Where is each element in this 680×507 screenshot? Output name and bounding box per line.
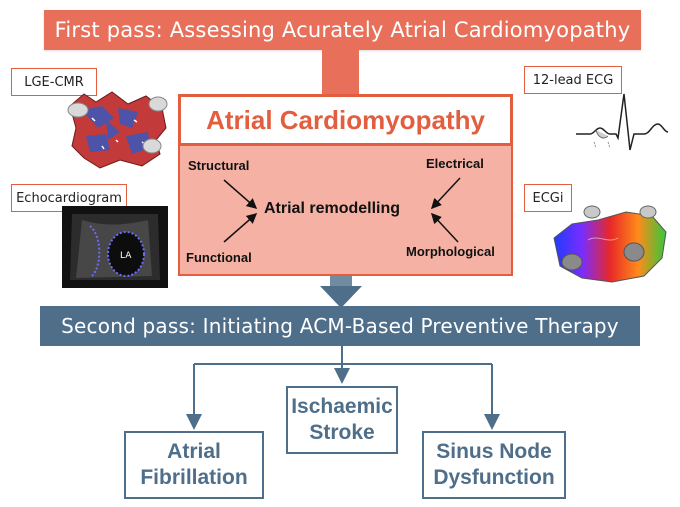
atrial-fibrillation-line2: Fibrillation (140, 466, 248, 489)
sinus-node-dysfunction-line1: Sinus Node (436, 439, 552, 463)
ecgi-label: ECGi (524, 184, 572, 212)
ischaemic-stroke-line2: Stroke (309, 421, 375, 444)
remodelling-arrows (223, 177, 461, 243)
ecg-waveform-image (576, 93, 669, 151)
lge-cmr-label: LGE-CMR (11, 68, 97, 96)
functional-arrow (223, 213, 258, 243)
ecg-12-lead-label: 12-lead ECG (524, 66, 622, 94)
atrial-cardiomyopathy-panel: Structural Functional Electrical Morphol… (178, 146, 513, 276)
lge-cmr-atrium-image (67, 91, 168, 169)
first-pass-banner: First pass: Assessing Acurately Atrial C… (44, 10, 641, 50)
ischaemic-stroke-box: Ischaemic Stroke (286, 386, 398, 454)
atrial-fibrillation-box: Atrial Fibrillation (124, 431, 264, 499)
atrial-fibrillation-line1: Atrial (167, 439, 221, 463)
morphological-label: Morphological (406, 244, 495, 259)
atrial-cardiomyopathy-title: Atrial Cardiomyopathy (178, 94, 513, 146)
echo-la-text: LA (120, 251, 132, 261)
sinus-node-dysfunction-line2: Dysfunction (433, 466, 555, 489)
down-arrow (320, 276, 362, 308)
electrical-label: Electrical (426, 156, 484, 171)
morphological-arrow (430, 212, 459, 243)
echocardiogram-image: LA (62, 206, 168, 288)
structural-arrow (223, 179, 258, 209)
first-pass-connector (322, 50, 359, 94)
structural-label: Structural (188, 158, 250, 173)
ecgi-map-image (553, 205, 667, 283)
outcome-connectors (186, 346, 500, 430)
electrical-arrow (430, 177, 461, 210)
atrial-remodelling-label: Atrial remodelling (264, 200, 401, 217)
second-pass-banner: Second pass: Initiating ACM-Based Preven… (40, 306, 640, 346)
sinus-node-dysfunction-box: Sinus Node Dysfunction (422, 431, 566, 499)
ischaemic-stroke-line1: Ischaemic (291, 394, 393, 418)
functional-label: Functional (186, 250, 252, 265)
